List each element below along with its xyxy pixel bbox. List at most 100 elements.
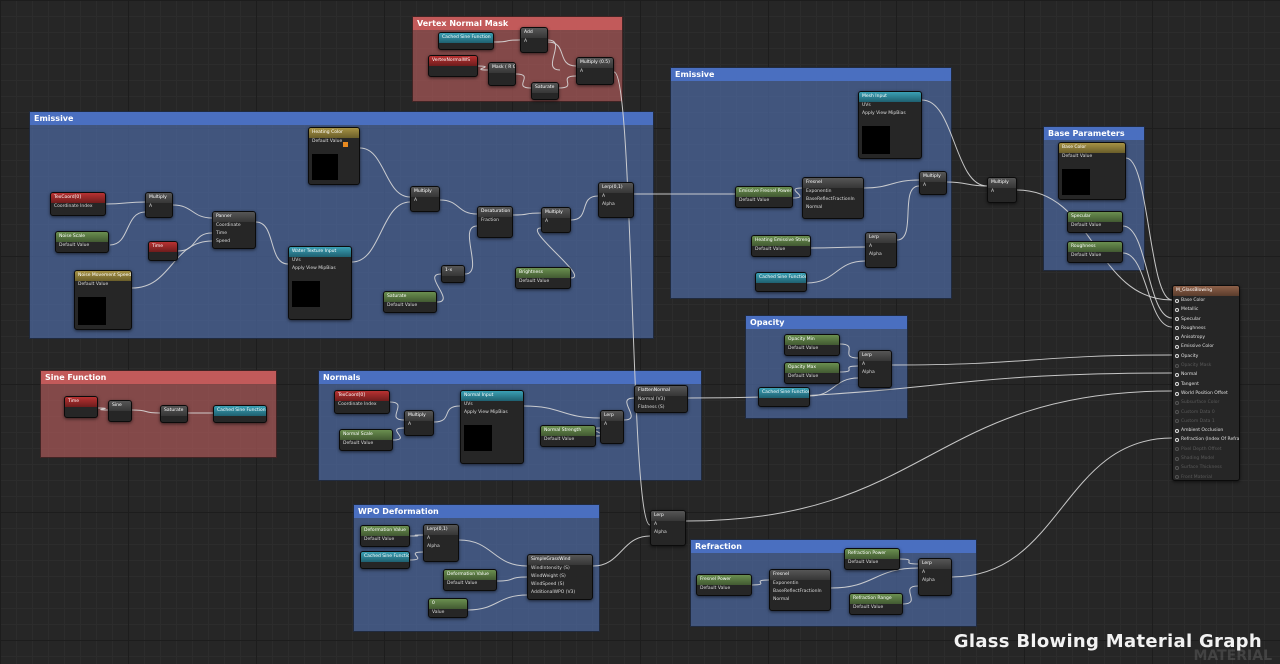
mask-node[interactable]: Mask ( R G ) <box>488 62 516 86</box>
pin-label: Coordinate Index <box>54 204 93 209</box>
output-pin[interactable]: Metallic <box>1173 305 1239 314</box>
output-pin[interactable]: Opacity <box>1173 352 1239 361</box>
cached-sine-node[interactable]: Cached Sine Function <box>755 272 807 292</box>
output-pin[interactable]: Surface Thickness <box>1173 463 1239 472</box>
output-pin[interactable]: Anisotropy <box>1173 333 1239 342</box>
pin-icon <box>1175 438 1179 443</box>
output-pin[interactable]: Emissive Color <box>1173 342 1239 351</box>
time-node[interactable]: Time <box>148 241 178 261</box>
cached-sine-node[interactable]: Cached Sine Function <box>438 32 494 50</box>
pin-label: A <box>524 39 528 44</box>
one-minus-node[interactable]: 1-x <box>441 265 465 283</box>
node-title: Multiply <box>920 172 946 182</box>
wire <box>558 75 577 89</box>
vertex-normal-node[interactable]: VertexNormalWS <box>428 55 478 77</box>
wire <box>172 204 213 219</box>
output-pin[interactable]: Specular <box>1173 315 1239 324</box>
cached-sine-output-node[interactable]: Cached Sine Function <box>213 405 267 423</box>
output-pin[interactable]: Tangent <box>1173 380 1239 389</box>
output-pin[interactable]: World Position Offset <box>1173 389 1239 398</box>
node-title: Fresnel <box>770 570 830 580</box>
output-pin[interactable]: Normal <box>1173 370 1239 379</box>
output-pin[interactable]: Base Color <box>1173 296 1239 305</box>
output-pin[interactable]: Opacity Mask <box>1173 361 1239 370</box>
output-pin[interactable]: Pixel Depth Offset <box>1173 445 1239 454</box>
node-title: Lerp(0,1) <box>599 183 633 193</box>
saturate-node[interactable]: Saturate <box>160 405 188 423</box>
multiply-node[interactable]: Multiply (0.5)A <box>576 57 614 85</box>
pin-icon <box>1175 372 1179 377</box>
sine-node[interactable]: Sine <box>108 400 132 422</box>
output-pin[interactable]: Custom Data 1 <box>1173 417 1239 426</box>
output-pin[interactable]: Ambient Occlusion <box>1173 426 1239 435</box>
node-title: Add <box>521 28 547 38</box>
cached-sine-node[interactable]: Cached Sine Function <box>758 387 810 407</box>
output-pin[interactable]: Custom Data 0 <box>1173 408 1239 417</box>
texcoord-node[interactable]: TexCoord[0]Coordinate Index <box>334 390 390 414</box>
wire <box>593 427 603 437</box>
output-pin[interactable]: Shading Model <box>1173 454 1239 463</box>
texcoord-node[interactable]: TexCoord[0]Coordinate Index <box>50 192 106 216</box>
node-title: Opacity Max <box>785 363 839 373</box>
output-pin[interactable]: Refraction (Index Of Refraction) <box>1173 435 1239 444</box>
node-title: SimpleGrassWind <box>528 555 592 565</box>
saturate-node[interactable]: Saturate <box>531 82 559 100</box>
output-pin[interactable]: Subsurface Color <box>1173 398 1239 407</box>
output-pin[interactable]: Roughness <box>1173 324 1239 333</box>
wire <box>434 273 444 303</box>
pin-label: Apply View MipBias <box>464 410 508 415</box>
pin-label: Time <box>216 231 228 236</box>
node-title: Multiply (0.5) <box>577 58 613 68</box>
output-pin[interactable]: Front Material <box>1173 473 1239 480</box>
pin-label: A <box>414 198 418 203</box>
cached-sine-node[interactable]: Cached Sine Function <box>360 551 410 569</box>
time-node[interactable]: Time <box>64 396 98 418</box>
